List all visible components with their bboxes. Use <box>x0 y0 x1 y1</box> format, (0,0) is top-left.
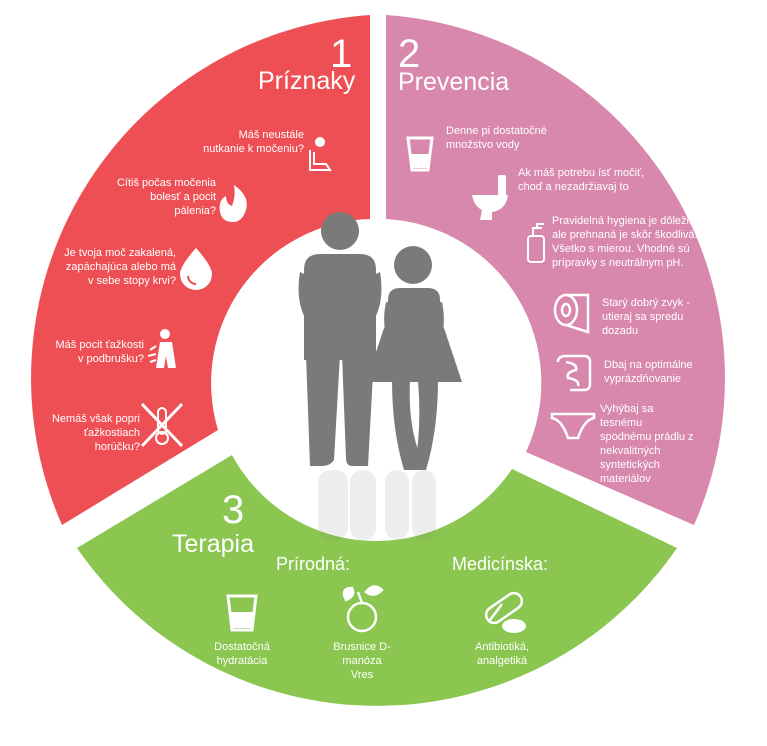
section-title-terapia: Terapia <box>172 530 254 558</box>
intestine-icon <box>556 354 592 392</box>
drop-icon <box>180 248 212 290</box>
male-figure-icon <box>298 212 382 466</box>
section-title-prevencia: Prevencia <box>398 68 510 96</box>
underwear-icon <box>550 412 596 440</box>
cranberry-icon <box>342 585 384 633</box>
hydration-glass-icon <box>226 594 258 632</box>
section-number-prevencia: 2 <box>398 32 421 76</box>
prevention-text-4: Starý dobrý zvyk - utieraj sa spredu doz… <box>602 297 691 337</box>
therapy-text-hydration: Dostatočná hydratácia <box>214 641 270 667</box>
female-figure-icon <box>366 246 462 470</box>
fire-icon <box>219 185 247 222</box>
therapy-text-medicine: Antibiotiká, analgetiká <box>475 641 529 667</box>
section-title-priznaky: Príznaky <box>258 67 356 95</box>
prevention-text-2: Ak máš potrebu ísť močiť, choď a nezadrž… <box>518 167 645 193</box>
prevention-text-5: Dbaj na optimálne vyprázdňovanie <box>604 359 693 385</box>
therapy-text-cranberry: Brusnice D-manóza Vres <box>333 641 391 681</box>
toilet-paper-icon <box>553 293 590 334</box>
symptom-text-5: Nemáš však popri ťažkostiach horúčku? <box>51 413 140 453</box>
toilet-person-icon <box>309 137 332 171</box>
symptom-text-1: Máš neustále nutkanie k močeniu? <box>203 129 304 155</box>
prevention-text-6: Vyhýbaj sa tesnému spodnému prádlu z nek… <box>600 403 694 485</box>
stomach-ache-icon <box>147 329 176 368</box>
natural-therapy-label: Prírodná: <box>276 554 351 574</box>
figures-reflection <box>318 470 436 540</box>
crossed-thermometer-icon <box>140 402 184 448</box>
symptom-text-4: Máš pocit ťažkosti v podbrušku? <box>55 339 145 365</box>
prevention-text-1: Denne pi dostatočné množstvo vody <box>446 125 547 151</box>
prevention-text-3: Pravidelná hygiena je dôležitá, ale preh… <box>552 215 702 269</box>
toilet-icon <box>472 175 508 220</box>
glass-icon <box>406 136 434 172</box>
pill-capsule-icon <box>484 591 526 633</box>
section-number-terapia: 3 <box>222 488 245 532</box>
soap-bottle-icon <box>527 223 545 263</box>
symptom-text-3: Je tvoja moč zakalená, zapáchajúca alebo… <box>64 247 176 287</box>
segment-prevencia <box>386 15 725 525</box>
section-number-priznaky: 1 <box>330 32 353 76</box>
symptom-text-2: Cítiš počas močenia bolesť a pocit pálen… <box>116 177 216 217</box>
medical-therapy-label: Medicínska: <box>452 554 549 574</box>
segment-terapia <box>77 455 677 706</box>
